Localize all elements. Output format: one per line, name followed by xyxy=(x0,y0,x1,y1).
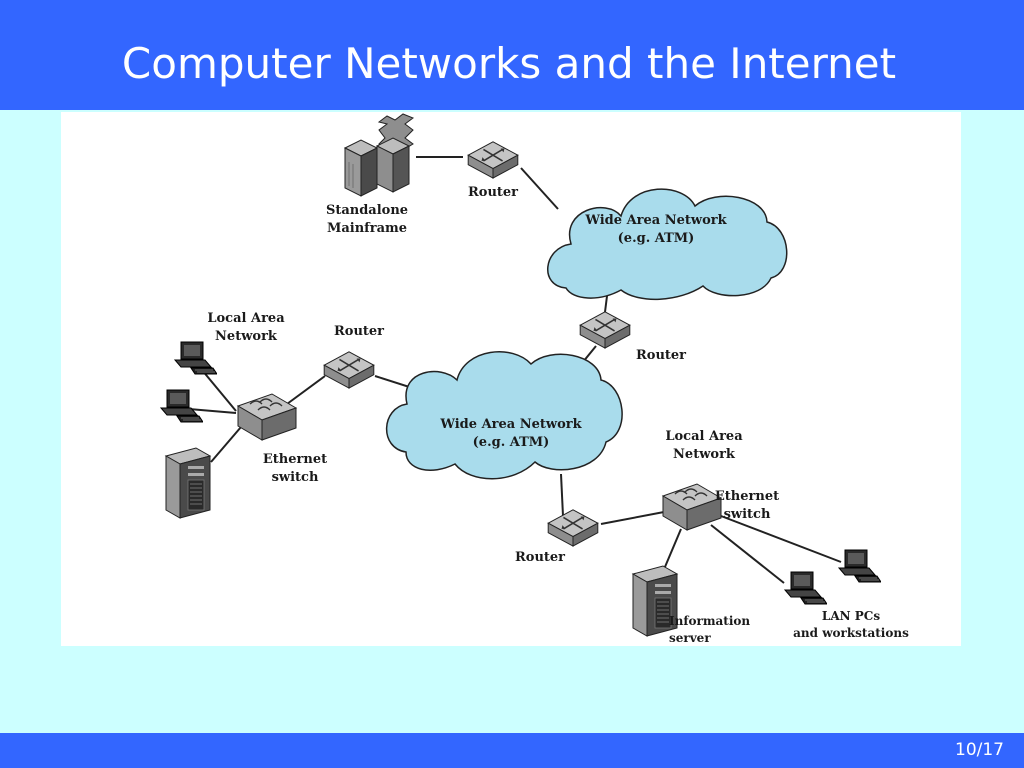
server-icon-left xyxy=(165,447,211,519)
label-standalone-mainframe: Standalone Mainframe xyxy=(317,202,417,238)
label-lan-pcs: LAN PCs and workstations xyxy=(783,608,919,642)
label-router-top: Router xyxy=(467,185,519,200)
pc-icon-right-upper xyxy=(838,549,881,583)
link-switch-right-server xyxy=(661,528,682,575)
footer-bar: 10/17 xyxy=(0,733,1024,768)
label-line: (e.g. ATM) xyxy=(472,435,550,450)
link-switch-right-pc-upper xyxy=(720,515,842,563)
label-line: switch xyxy=(271,470,319,485)
label-line: Ethernet xyxy=(262,452,328,467)
label-line: Wide Area Network xyxy=(440,417,582,432)
label-line: Network xyxy=(215,329,277,344)
link-switch-right-pc-lower xyxy=(710,524,785,584)
label-line: LAN PCs xyxy=(821,609,881,623)
label-router-middle: Router xyxy=(635,348,687,363)
mainframe-icon xyxy=(343,113,415,197)
label-ethernet-switch-right: Ethernet switch xyxy=(703,488,791,524)
pc-icon-right-lower xyxy=(784,571,827,605)
router-icon-middle xyxy=(579,311,631,349)
network-diagram-graphic xyxy=(160,113,881,637)
label-router-left: Router xyxy=(333,324,385,339)
label-line: Information xyxy=(669,614,751,628)
label-lan-right: Local Area Network xyxy=(649,428,759,464)
pc-icon-left-upper xyxy=(174,341,217,375)
label-line: Standalone xyxy=(325,203,409,218)
link-switch-left-server xyxy=(210,426,242,463)
network-links xyxy=(188,156,842,584)
label-wan-top: Wide Area Network (e.g. ATM) xyxy=(573,212,739,248)
pc-icon-left-lower xyxy=(160,389,203,423)
page-number: 10/17 xyxy=(955,740,1004,760)
label-router-bottom: Router xyxy=(514,550,566,565)
ethernet-switch-icon-left xyxy=(237,393,297,441)
link-router-bottom-switch-right xyxy=(600,511,665,525)
link-wan-bottom-router-bottom xyxy=(560,473,564,517)
label-line: Wide Area Network xyxy=(585,213,727,228)
label-line: (e.g. ATM) xyxy=(617,231,695,246)
router-icon-top xyxy=(467,141,519,179)
wan-cloud-bottom xyxy=(385,351,623,480)
label-line: switch xyxy=(723,507,771,522)
router-icon-bottom xyxy=(547,509,599,547)
link-switch-left-pc-lower xyxy=(188,408,237,414)
label-line: Local Area xyxy=(665,429,743,444)
label-line: Ethernet xyxy=(714,489,780,504)
label-line: Mainframe xyxy=(326,221,408,236)
label-line: Network xyxy=(673,447,735,462)
link-router-left-switch-left xyxy=(286,375,326,405)
wan-cloud-top xyxy=(547,188,788,300)
label-ethernet-switch-left: Ethernet switch xyxy=(251,451,339,487)
label-line: Local Area xyxy=(207,311,285,326)
title-bar: Computer Networks and the Internet xyxy=(0,0,1024,110)
label-wan-bottom: Wide Area Network (e.g. ATM) xyxy=(431,416,591,452)
link-router-wan-top xyxy=(520,167,559,210)
label-line: and workstations xyxy=(793,626,909,640)
network-diagram: Standalone Mainframe Router Wide Area Ne… xyxy=(61,112,961,646)
router-icon-left xyxy=(323,351,375,389)
label-information-server: Information server xyxy=(669,613,765,647)
slide-title: Computer Networks and the Internet xyxy=(121,39,897,88)
label-lan-left: Local Area Network xyxy=(191,310,301,346)
label-line: server xyxy=(669,631,711,645)
